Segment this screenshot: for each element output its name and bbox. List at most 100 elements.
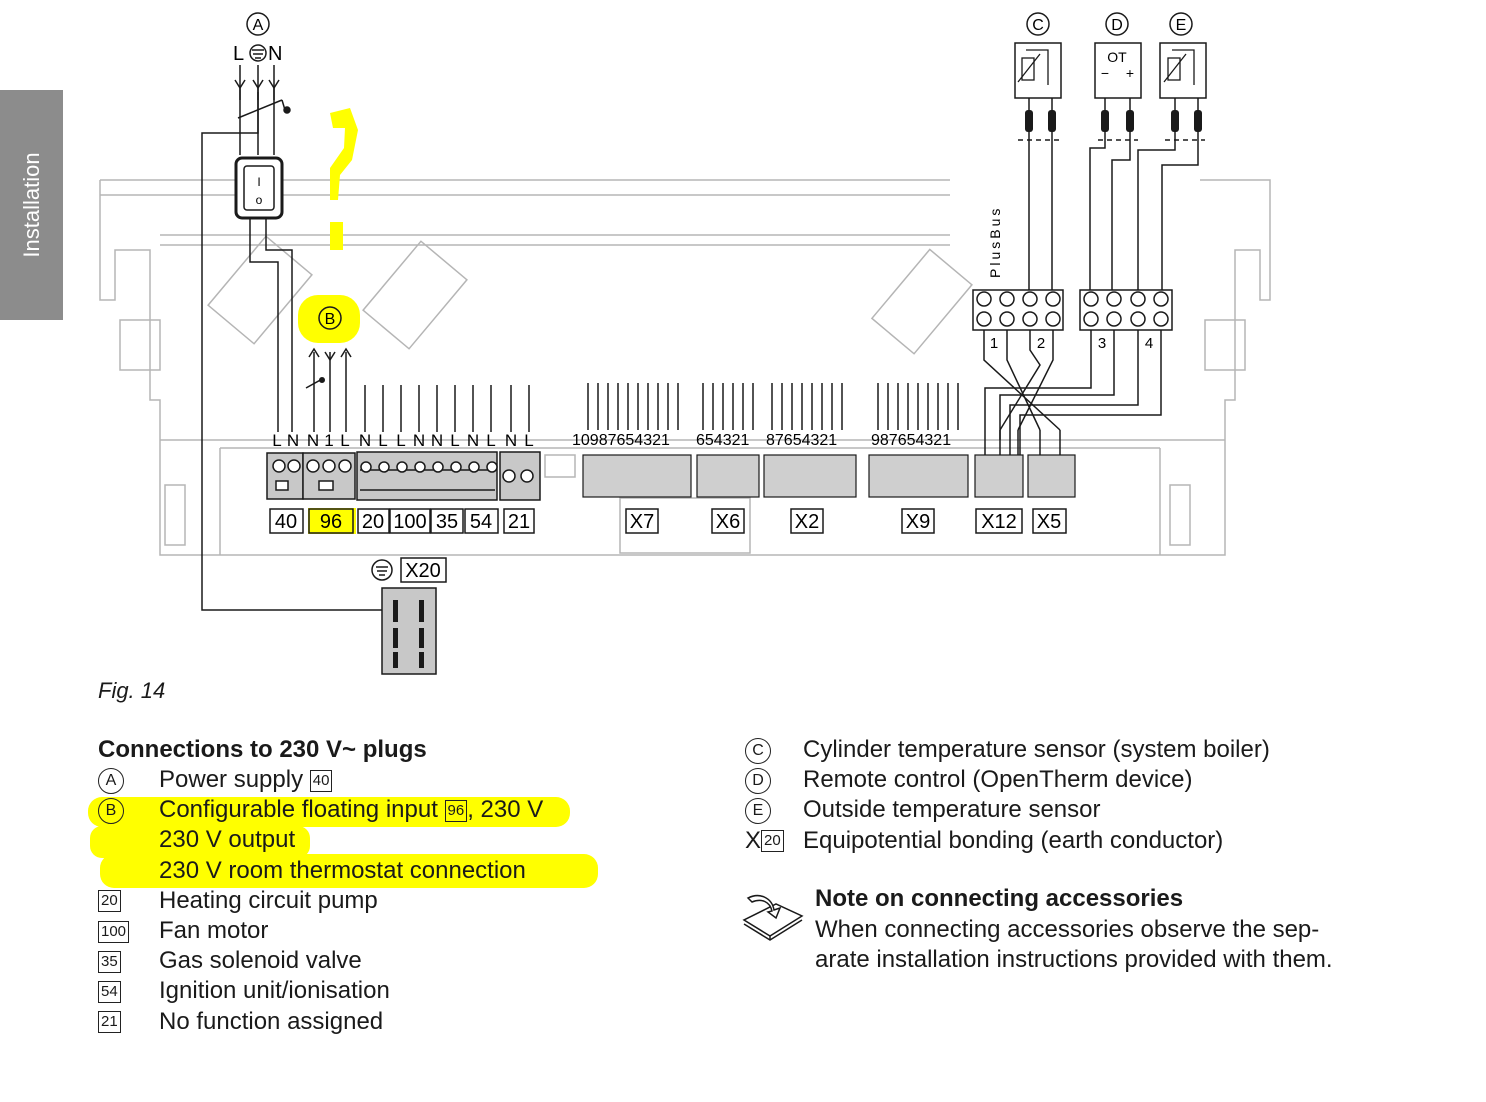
plug-number-box: 20 xyxy=(761,830,784,853)
callout-b: B xyxy=(318,306,342,330)
svg-text:1: 1 xyxy=(990,335,998,352)
terminal-screws xyxy=(360,461,498,473)
svg-text:C: C xyxy=(1032,17,1044,34)
legend-row-20: 20 Heating circuit pump xyxy=(98,886,427,916)
legend-text: Equipotential bonding (earth conductor) xyxy=(803,826,1224,854)
legend-row-100: 100 Fan motor xyxy=(98,916,427,946)
legend-text: Fan motor xyxy=(159,916,269,944)
svg-text:987654321: 987654321 xyxy=(871,432,951,449)
svg-text:X2: X2 xyxy=(795,511,819,533)
svg-text:96: 96 xyxy=(320,511,342,533)
svg-text:87654321: 87654321 xyxy=(766,432,837,449)
svg-text:X12: X12 xyxy=(981,511,1017,533)
svg-text:X5: X5 xyxy=(1037,511,1061,533)
svg-text:L: L xyxy=(378,431,387,450)
earth-symbol xyxy=(249,44,267,62)
legend-row-21: 21 No function assigned xyxy=(98,1007,427,1037)
svg-text:N: N xyxy=(359,431,371,450)
accessory-boxes xyxy=(1014,42,1207,99)
sensor-symbols xyxy=(1017,49,1195,85)
svg-text:X9: X9 xyxy=(906,511,930,533)
terminal-wires xyxy=(364,385,530,432)
callout-c: C xyxy=(1026,12,1050,36)
legend-230v-plugs: Connections to 230 V~ plugs A Power supp… xyxy=(98,735,543,1037)
note-title: Note on connecting accessories xyxy=(815,885,1184,912)
book-pointer-icon xyxy=(742,894,804,941)
highlight-230v-output xyxy=(90,826,310,858)
svg-text:L: L xyxy=(486,431,495,450)
svg-text:X6: X6 xyxy=(716,511,740,533)
svg-text:E: E xyxy=(1176,17,1187,34)
plusbus-label: PlusBus xyxy=(987,206,1003,278)
callout-a: A xyxy=(246,12,270,36)
plug-number-box: 100 xyxy=(98,920,130,943)
svg-text:L: L xyxy=(524,431,533,450)
svg-text:X20: X20 xyxy=(405,560,441,582)
legend-row-b: B Configurable floating input 96, 230 V xyxy=(98,795,543,825)
svg-text:21: 21 xyxy=(508,511,530,533)
svg-text:N: N xyxy=(505,431,517,450)
callout-e-icon: E xyxy=(745,798,771,825)
installation-side-tab: Installation xyxy=(0,90,63,320)
x20-earth-bar: X20 xyxy=(371,557,447,675)
legend-text: Power supply xyxy=(159,766,304,793)
svg-text:35: 35 xyxy=(436,511,458,533)
svg-text:L: L xyxy=(272,431,281,450)
plug-number-box: 21 xyxy=(98,1011,121,1034)
legend-text: 230 V room thermostat connection xyxy=(159,856,526,884)
callout-b-icon: B xyxy=(98,797,124,824)
svg-text:A: A xyxy=(253,17,264,34)
svg-text:3: 3 xyxy=(1098,335,1106,352)
low-voltage-connectors xyxy=(582,454,1076,498)
svg-text:N: N xyxy=(431,431,443,450)
svg-text:N: N xyxy=(268,43,282,65)
svg-text:B: B xyxy=(325,311,336,328)
svg-text:o: o xyxy=(256,193,263,207)
plug-number-box: 20 xyxy=(98,890,121,913)
svg-text:1: 1 xyxy=(324,431,333,450)
svg-text:N: N xyxy=(467,431,479,450)
legend-text: Configurable floating input xyxy=(159,796,438,824)
legend-text: Outside temperature sensor xyxy=(803,796,1101,824)
note-body: When connecting accessories observe the … xyxy=(815,916,1333,973)
legend-text: Heating circuit pump xyxy=(159,886,378,914)
svg-text:L: L xyxy=(450,431,459,450)
bus-wires xyxy=(983,330,1162,455)
bus-numbers: 1 2 3 4 xyxy=(990,335,1153,352)
highlight-configurable-input xyxy=(88,797,570,827)
svg-text:−: − xyxy=(1101,65,1109,81)
legend-row-54: 54 Ignition unit/ionisation xyxy=(98,976,427,1006)
power-switch: I o xyxy=(234,156,284,220)
plug-blocks xyxy=(266,451,541,501)
x-prefix: X xyxy=(745,826,762,854)
callout-d: D xyxy=(1105,12,1129,36)
plug-number-box: 35 xyxy=(98,950,121,973)
wiring-diagram: A C D E L N I o xyxy=(99,12,1271,675)
svg-text:L: L xyxy=(233,43,244,65)
svg-text:100: 100 xyxy=(393,511,426,533)
figure-caption: Fig. 14 xyxy=(98,678,166,703)
callout-d-icon: D xyxy=(745,767,771,794)
legend-text: Cylinder temperature sensor (system boil… xyxy=(803,736,1270,763)
svg-text:N: N xyxy=(287,431,299,450)
pin-wires xyxy=(587,383,959,430)
mains-wires xyxy=(201,65,382,611)
legend-row-35: 35 Gas solenoid valve xyxy=(98,946,427,976)
svg-text:2: 2 xyxy=(1037,335,1045,352)
ot-device-labels: OT − + xyxy=(1101,49,1134,81)
svg-text:L: L xyxy=(396,431,405,450)
legend-text: Remote control (OpenTherm device) xyxy=(803,766,1193,794)
housing-outline xyxy=(99,179,1271,556)
legend-row-thermostat: 230 V room thermostat connection xyxy=(98,856,526,886)
svg-text:654321: 654321 xyxy=(696,432,749,449)
svg-text:+: + xyxy=(1126,65,1134,81)
svg-text:4: 4 xyxy=(1145,335,1153,352)
plug-number-box: 96 xyxy=(444,799,468,822)
legend-text-suffix: , 230 V xyxy=(467,796,544,824)
pin-labels: 10987654321 654321 87654321 987654321 xyxy=(572,432,951,449)
legend-text: 230 V output xyxy=(159,826,296,854)
callout-a-icon: A xyxy=(98,767,124,794)
legend-row-output: 230 V output xyxy=(98,825,427,855)
svg-text:OT: OT xyxy=(1107,49,1127,65)
svg-text:40: 40 xyxy=(275,511,297,533)
